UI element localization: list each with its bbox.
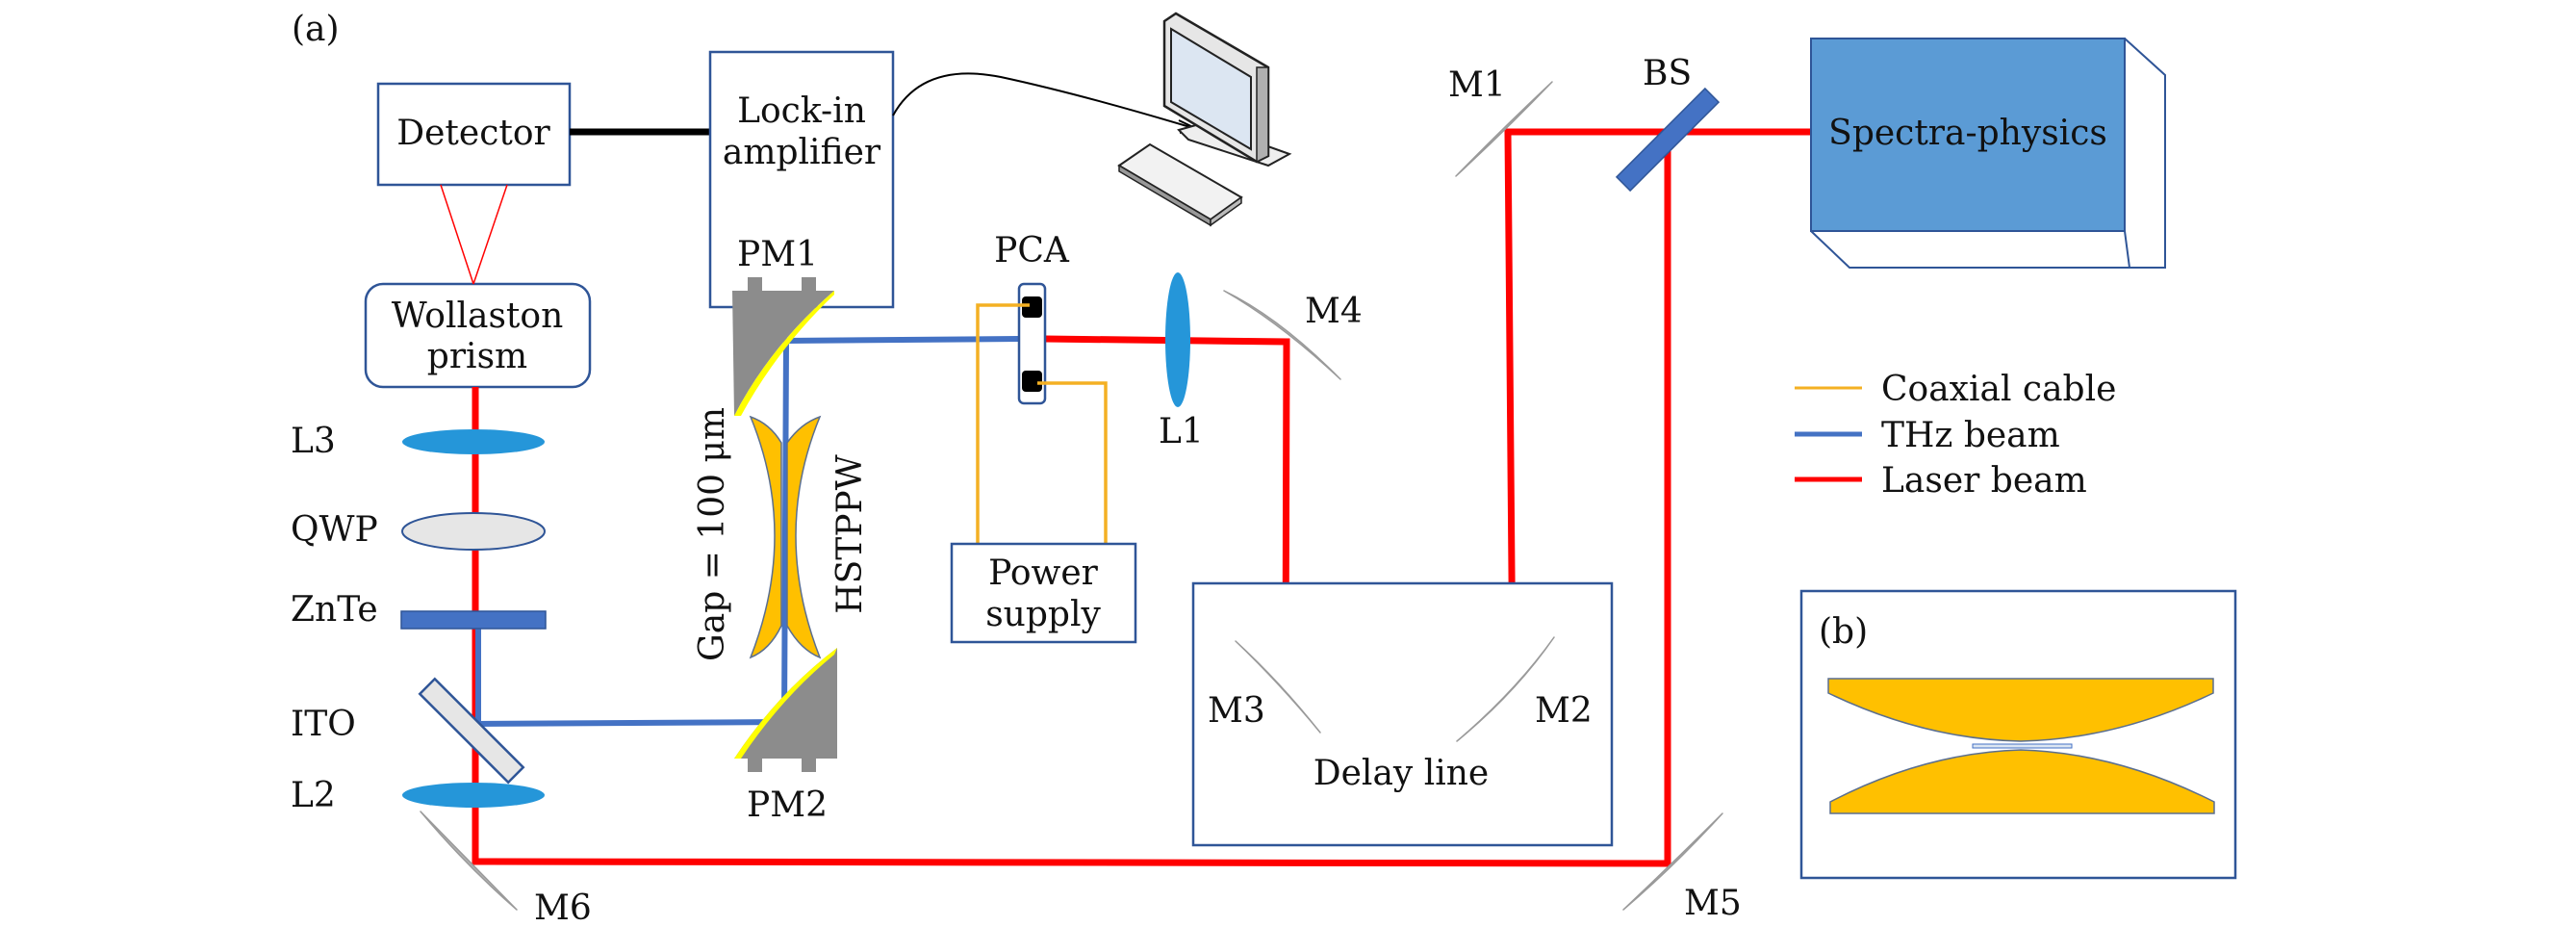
- label-ito: ITO: [291, 705, 356, 744]
- panel-b-label: (b): [1819, 612, 1868, 652]
- legend-label-laser: Laser beam: [1881, 461, 2087, 501]
- coax-cable-1: [976, 303, 1030, 544]
- ito-plate: [418, 677, 525, 785]
- legend-label-thz: THz beam: [1881, 416, 2060, 455]
- legend-label-coax: Coaxial cable: [1881, 370, 2116, 409]
- parabolic-mirror-pm1: [732, 277, 834, 416]
- mirror-m3: [1235, 640, 1321, 734]
- computer-cable: [892, 72, 1194, 129]
- hstppw-waveguide: [749, 415, 822, 659]
- label-l1: L1: [1159, 412, 1204, 451]
- parabolic-mirror-pm2: [734, 648, 837, 772]
- delay-line-label: Delay line: [1314, 754, 1489, 793]
- mirror-m2: [1456, 636, 1555, 742]
- wollaston-prism-box: Wollaston prism: [364, 282, 592, 389]
- lens-l2: [402, 783, 545, 808]
- lockin-label-line1: Lock-in: [737, 91, 866, 131]
- delay-line-stage: [1191, 581, 1614, 847]
- split-beam-left: [440, 184, 474, 285]
- wollaston-label-line1: Wollaston: [392, 296, 564, 336]
- lens-l3: [402, 429, 545, 454]
- power-label-line2: supply: [985, 595, 1101, 634]
- mirror-m5: [1622, 812, 1723, 911]
- quarter-wave-plate: [401, 512, 546, 551]
- label-m4: M4: [1305, 292, 1363, 331]
- power-supply-box: Power supply: [950, 542, 1137, 644]
- panel-b-inset: (b): [1799, 589, 2237, 880]
- label-l3: L3: [291, 422, 336, 461]
- hstppw-label: HSTPPW: [830, 454, 870, 614]
- laser-source-label: Spectra-physics: [1828, 114, 2107, 153]
- gap-label: Gap = 100 μm: [693, 407, 732, 661]
- mirror-m1: [1455, 81, 1553, 177]
- power-label-line1: Power: [988, 554, 1099, 593]
- label-m2: M2: [1535, 691, 1593, 731]
- beam-splitter: [1615, 87, 1721, 193]
- coax-cable-2: [1037, 381, 1108, 544]
- mirror-m6: [420, 811, 518, 911]
- panel-a-label: (a): [292, 10, 340, 49]
- legend: Coaxial cable THz beam Laser beam: [1795, 370, 2116, 501]
- lockin-amplifier-box: Lock-in amplifier: [708, 50, 895, 309]
- label-m5: M5: [1684, 884, 1742, 923]
- lockin-label-line2: amplifier: [723, 133, 881, 172]
- waveguide-bottom-plate: [1829, 749, 2215, 814]
- mirror-m4: [1223, 290, 1341, 380]
- label-znte: ZnTe: [291, 590, 378, 630]
- detector-label: Detector: [396, 114, 550, 153]
- label-m3: M3: [1208, 691, 1265, 731]
- waveguide-gap: [1972, 743, 2073, 749]
- label-m1: M1: [1448, 65, 1506, 105]
- label-pm2: PM2: [747, 785, 828, 825]
- wollaston-label-line2: prism: [427, 337, 527, 376]
- lens-l1: [1165, 272, 1190, 407]
- detector-box: Detector: [376, 82, 572, 187]
- waveguide-top-plate: [1827, 678, 2214, 742]
- label-m6: M6: [534, 888, 592, 927]
- label-pca: PCA: [994, 231, 1070, 270]
- label-l2: L2: [291, 776, 336, 815]
- label-pm1: PM1: [737, 235, 818, 274]
- label-bs: BS: [1643, 54, 1692, 93]
- computer-icon: [1117, 12, 1292, 227]
- split-beam-right: [472, 184, 508, 285]
- photoconductive-antenna: [1017, 282, 1047, 405]
- label-qwp: QWP: [291, 510, 378, 550]
- laser-source-box: Spectra-physics: [1810, 38, 2166, 269]
- znte-crystal: [400, 610, 547, 630]
